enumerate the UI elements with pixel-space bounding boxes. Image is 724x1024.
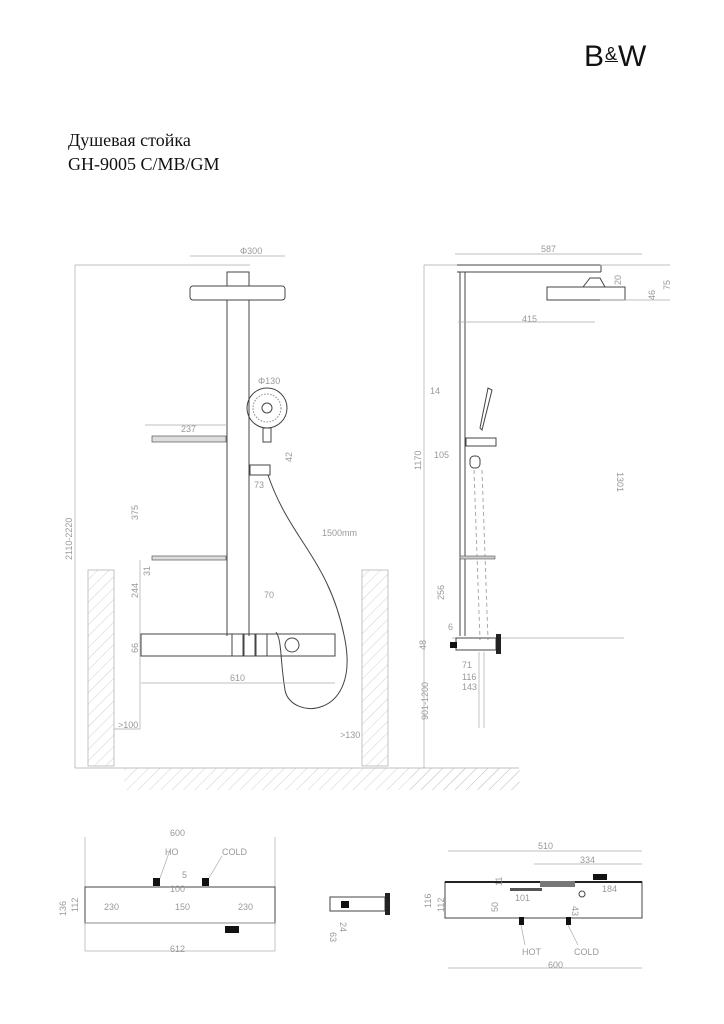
mixer-side-detail: 63 24 — [328, 893, 390, 942]
shower-hose — [267, 474, 348, 709]
dim-shelf-gap: 375 — [130, 505, 140, 520]
dim-pipe-offset: 70 — [264, 590, 274, 600]
dim-d3: 143 — [462, 682, 477, 692]
dim-offset: 5 — [182, 870, 187, 880]
outlet-button-1 — [231, 633, 244, 657]
dim-arm-length: 587 — [541, 244, 556, 254]
dim-rear-116: 116 — [423, 894, 433, 908]
thermostat-knob — [284, 637, 300, 653]
dim-mixer-height: 66 — [130, 643, 140, 653]
label-rear-hot: HOT — [522, 947, 542, 957]
dim-holder-height: 42 — [284, 452, 294, 462]
outlet-button-3 — [255, 633, 268, 657]
label-hot: HO — [165, 847, 179, 857]
outlet-button-2 — [243, 633, 256, 657]
dim-shelf-width: 237 — [181, 424, 196, 434]
dim-rear-112: 112 — [436, 898, 446, 912]
dim-hose-length: 1500mm — [322, 528, 357, 538]
dim-pipe-dia: 14 — [430, 386, 440, 396]
dim-pipe-gap: 6 — [448, 622, 453, 632]
rain-shower-head — [189, 285, 286, 301]
dim-right-clearance: >130 — [340, 730, 360, 740]
detail-knob — [385, 893, 390, 915]
dim-left-clearance: >100 — [118, 720, 138, 730]
head-mount — [226, 271, 250, 287]
side-mixer — [455, 637, 497, 651]
brand-logo: B&W — [584, 40, 648, 73]
front-view: Φ300 Φ130 237 42 73 1500mm 2110-2220 375… — [64, 246, 519, 790]
dim-rear-510: 510 — [538, 841, 553, 851]
dim-d1: 71 — [462, 660, 472, 670]
dim-head-offset: 415 — [522, 314, 537, 324]
dim-rear-600: 600 — [548, 960, 563, 970]
rear-hot-inlet — [519, 917, 524, 925]
dim-total-height: 2110-2220 — [64, 518, 74, 560]
side-view: 587 20 46 75 415 14 1170 105 1301 256 48… — [410, 244, 672, 790]
dim-head-total: 75 — [662, 280, 672, 290]
side-floor — [410, 768, 520, 790]
dim-column-height: 1170 — [413, 451, 423, 470]
side-shelf — [459, 555, 496, 560]
dim-shelf-height: 256 — [436, 585, 446, 600]
dim-bottom-width: 612 — [170, 944, 185, 954]
dim-mount-height: 901-1200 — [420, 682, 430, 720]
right-wall — [361, 569, 389, 767]
dim-top-width: 600 — [170, 828, 185, 838]
dim-hand-shower-diameter: Φ130 — [258, 376, 280, 386]
dim-height-136: 136 — [58, 901, 68, 916]
product-type: Душевая стойка — [68, 130, 191, 150]
dim-head-to-mixer: 1301 — [615, 472, 625, 492]
dim-rear-11: 11 — [494, 877, 504, 886]
dim-rear-50: 50 — [490, 902, 500, 912]
document-title: Душевая стойка GH-9005 C/MB/GM — [68, 128, 220, 176]
rear-view: 510 334 11 101 50 43 184 116 112 HOT COL… — [423, 841, 643, 970]
dim-d2: 116 — [462, 672, 476, 682]
dim-lower-shelf-height: 244 — [130, 583, 140, 598]
dim-arm-drop: 20 — [613, 275, 623, 285]
top-view: 600 HO COLD 5 100 230 150 230 136 112 61… — [58, 828, 276, 954]
shower-holder — [249, 464, 271, 476]
dim-spacing: 100 — [170, 884, 185, 894]
mixer-console — [140, 633, 336, 657]
dim-holder-height: 105 — [434, 450, 449, 460]
upper-shelf — [151, 435, 227, 443]
dim-small-24: 24 — [338, 922, 348, 932]
dim-rear-101: 101 — [515, 893, 530, 903]
dim-left-230: 230 — [104, 902, 119, 912]
dim-rear-334: 334 — [580, 855, 595, 865]
dim-small-63: 63 — [328, 932, 338, 942]
label-rear-cold: COLD — [574, 947, 600, 957]
cold-inlet — [202, 878, 209, 886]
dim-right-230: 230 — [238, 902, 253, 912]
side-hand-shower — [479, 387, 493, 431]
dim-center-150: 150 — [175, 902, 190, 912]
side-rain-head — [546, 286, 626, 301]
dim-holder-depth: 73 — [254, 480, 264, 490]
dim-rear-43: 43 — [570, 906, 580, 916]
dim-head-diameter: Φ300 — [240, 246, 262, 256]
hot-inlet — [153, 878, 160, 886]
dim-height-112: 112 — [70, 898, 80, 912]
dim-shelf-thickness: 31 — [142, 566, 152, 576]
dim-rear-184: 184 — [602, 884, 617, 894]
dim-mixer-depth: 48 — [418, 640, 428, 650]
product-model: GH-9005 C/MB/GM — [68, 154, 220, 174]
left-wall — [87, 569, 115, 767]
lower-shelf — [151, 555, 227, 561]
rear-cold-inlet — [566, 917, 571, 925]
label-cold: COLD — [222, 847, 248, 857]
dim-mixer-width: 610 — [230, 673, 245, 683]
detail-body — [329, 896, 386, 912]
dim-head-thickness: 46 — [647, 290, 657, 300]
side-knob — [496, 634, 501, 654]
